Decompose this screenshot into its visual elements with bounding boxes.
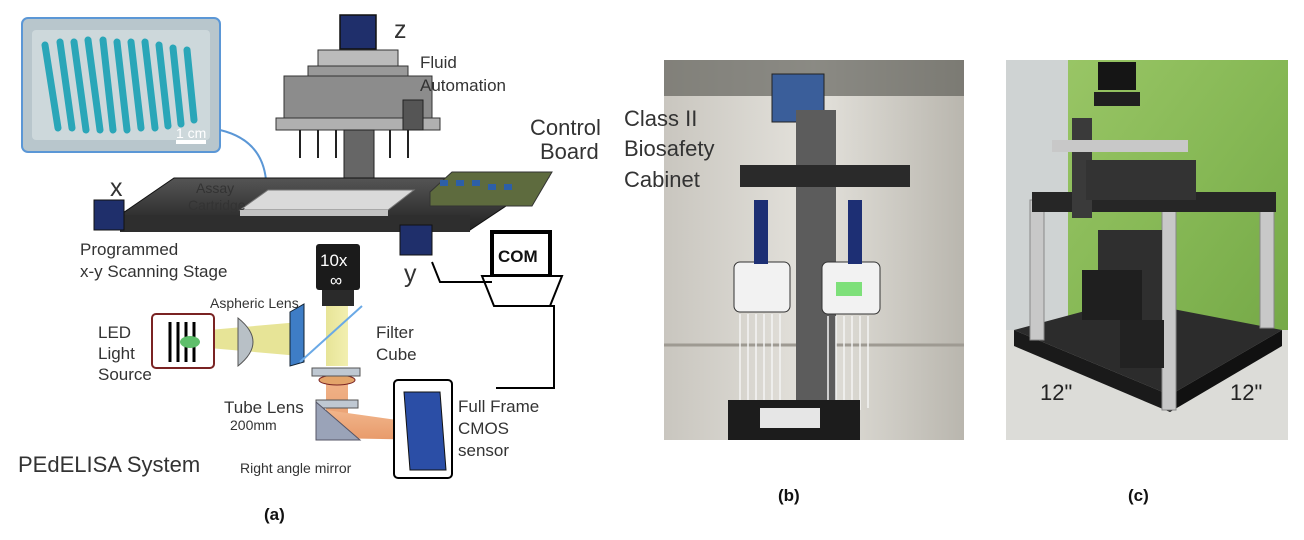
assay-cartridge-label-1: Assay bbox=[196, 180, 234, 196]
inset-scale-label: 1 cm bbox=[176, 125, 206, 141]
objective-mag-label: 10x bbox=[320, 251, 348, 270]
objective-lens bbox=[316, 244, 360, 306]
tube-lens-label-2: 200mm bbox=[230, 417, 277, 433]
x-axis-label: x bbox=[110, 174, 123, 202]
y-axis-label: y bbox=[404, 260, 417, 288]
inset-pointer bbox=[219, 129, 267, 181]
panel-a: 1 cm z Fluid Automation bbox=[18, 14, 601, 524]
objective-infinity-label: ∞ bbox=[330, 271, 342, 290]
biosafety-cabinet-instrument bbox=[728, 73, 910, 440]
com-label: COM bbox=[498, 247, 538, 266]
stage-label-1: Programmed bbox=[80, 240, 178, 259]
panel-b: Class II Biosafety Cabinet (b) bbox=[624, 60, 964, 505]
aspheric-lens-label: Aspheric Lens bbox=[210, 295, 299, 311]
fluid-automation-label-1: Fluid bbox=[420, 53, 457, 72]
portable-instrument bbox=[1014, 62, 1282, 412]
control-board-label-1: Control bbox=[530, 115, 601, 140]
cabinet-label-3: Cabinet bbox=[624, 167, 700, 192]
mirror-label: Right angle mirror bbox=[240, 460, 352, 476]
chip-channels bbox=[41, 36, 198, 134]
stage-label-2: x-y Scanning Stage bbox=[80, 262, 227, 281]
system-title: PEdELISA System bbox=[18, 452, 200, 477]
scanning-stage-illustration bbox=[93, 171, 553, 256]
computer-icon bbox=[431, 230, 564, 389]
assay-chip-inset: 1 cm bbox=[21, 17, 267, 181]
panel-b-caption: (b) bbox=[778, 486, 800, 505]
fluid-automation-illustration bbox=[275, 14, 441, 199]
cabinet-label-1: Class II bbox=[624, 106, 697, 131]
filter-cube-label-2: Cube bbox=[376, 345, 417, 364]
filter-cube-label-1: Filter bbox=[376, 323, 414, 342]
panel-a-caption: (a) bbox=[264, 505, 285, 524]
led-label-1: LED bbox=[98, 323, 131, 342]
y-motor bbox=[399, 224, 433, 256]
cmos-label-3: sensor bbox=[458, 441, 509, 460]
panel-c: 12" 12" (c) bbox=[1006, 60, 1288, 505]
led-label-3: Source bbox=[98, 365, 152, 384]
x-motor bbox=[93, 199, 125, 231]
control-board-label-2: Board bbox=[540, 139, 599, 164]
tube-lens-label-1: Tube Lens bbox=[224, 398, 304, 417]
cmos-label-1: Full Frame bbox=[458, 397, 539, 416]
led-label-2: Light bbox=[98, 344, 135, 363]
cmos-label-2: CMOS bbox=[458, 419, 509, 438]
fluid-automation-label-2: Automation bbox=[420, 76, 506, 95]
assay-cartridge-label-2: Cartridge bbox=[188, 197, 246, 213]
dimension-left-label: 12" bbox=[1040, 380, 1072, 405]
z-axis-label: z bbox=[394, 16, 407, 44]
optical-path bbox=[151, 303, 453, 479]
cabinet-label-2: Biosafety bbox=[624, 136, 715, 161]
panel-c-caption: (c) bbox=[1128, 486, 1149, 505]
dimension-right-label: 12" bbox=[1230, 380, 1262, 405]
